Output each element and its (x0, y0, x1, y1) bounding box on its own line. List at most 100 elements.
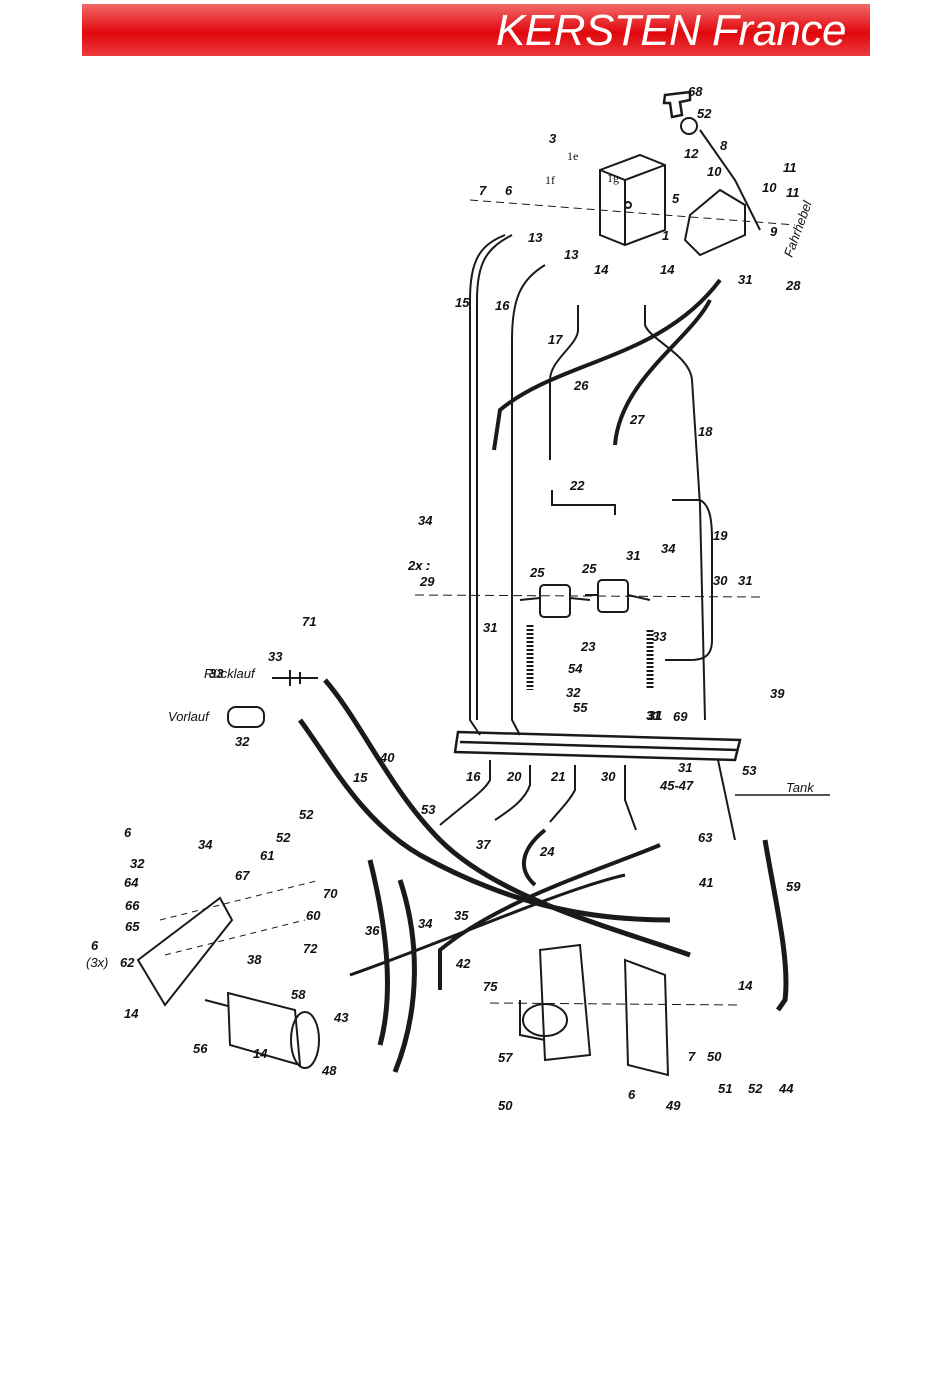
callout-11: 11 (783, 160, 797, 175)
callout-59: 59 (786, 879, 801, 894)
lever-rod-8 (699, 129, 761, 231)
callout-19: 19 (713, 528, 728, 543)
callout-8: 8 (720, 138, 728, 153)
callout-69: 69 (673, 709, 688, 724)
callout-43: 43 (333, 1010, 349, 1025)
callout-63: 63 (698, 830, 713, 845)
callout-60: 60 (306, 908, 321, 923)
callout-50: 50 (707, 1049, 722, 1064)
callout-55: 55 (573, 700, 588, 715)
pipe-19 (665, 499, 713, 661)
callout-14: 14 (594, 262, 609, 277)
callout-34: 34 (418, 513, 433, 528)
callout-1e: 1e (567, 149, 578, 163)
callout-7: 7 (688, 1049, 696, 1064)
lever-bracket (683, 188, 746, 257)
callout-33: 33 (209, 666, 224, 681)
hose-39 (323, 678, 691, 958)
hose-40 (297, 718, 671, 923)
callout-3: 3 (549, 131, 557, 146)
callout-52: 52 (299, 807, 314, 822)
callout-57: 57 (498, 1050, 513, 1065)
callout-56: 56 (193, 1041, 208, 1056)
callout-28: 28 (785, 278, 801, 293)
callout-38: 38 (247, 952, 262, 967)
callout-32: 32 (130, 856, 145, 871)
callout-6: 6 (91, 938, 99, 953)
callout-31: 31 (738, 272, 752, 287)
callout-14: 14 (738, 978, 753, 993)
callout-51: 51 (718, 1081, 732, 1096)
bracket-plate-lines (159, 879, 321, 956)
callout-20: 20 (506, 769, 522, 784)
callout-32: 32 (235, 734, 250, 749)
callout-64: 64 (124, 875, 139, 890)
callout-26: 26 (573, 378, 589, 393)
hose-35 (367, 859, 390, 1046)
callout-31: 31 (648, 708, 662, 723)
pipe-15-lower (439, 760, 491, 826)
hose-27 (613, 299, 712, 446)
callout-18: 18 (698, 424, 713, 439)
callout-29: 29 (419, 574, 435, 589)
motor-56 (204, 991, 320, 1069)
pipe-16-lower (494, 765, 531, 821)
callout-31: 31 (646, 708, 660, 723)
callout-14: 14 (124, 1006, 139, 1021)
callout-48: 48 (321, 1063, 337, 1078)
pipe-22 (551, 490, 616, 515)
callout-31: 31 (626, 548, 640, 563)
callout-7: 7 (479, 183, 487, 198)
callout-21: 21 (550, 769, 565, 784)
pipe-21-lower (624, 765, 637, 831)
callout-5: 5 (672, 191, 680, 206)
callout-53: 53 (742, 763, 757, 778)
callout-30: 30 (601, 769, 616, 784)
callout-52: 52 (748, 1081, 763, 1096)
nut-52-top (680, 117, 698, 135)
callout-33: 33 (268, 649, 283, 664)
plate-44 (623, 958, 670, 1077)
callout-62: 62 (120, 955, 135, 970)
callout-50: 50 (498, 1098, 513, 1113)
callout-6: 6 (505, 183, 513, 198)
hose-72 (438, 843, 661, 990)
callout-17: 17 (548, 332, 563, 347)
callout-13: 13 (528, 230, 543, 245)
manifold-bar-69 (453, 730, 742, 762)
label-fahrhebel: Fahrhebel (781, 198, 815, 259)
callout-15: 15 (353, 770, 368, 785)
callout-33: 33 (652, 629, 667, 644)
control-valve-block (599, 153, 666, 247)
callout-9: 9 (770, 224, 778, 239)
callout-53: 53 (421, 802, 436, 817)
callout-1f: 1f (545, 173, 555, 187)
callout-1g: 1g (607, 171, 619, 185)
callout-16: 16 (495, 298, 510, 313)
callout-30: 30 (713, 573, 728, 588)
pipe-15 (469, 234, 506, 736)
callout-31: 31 (738, 573, 752, 588)
callout-42: 42 (455, 956, 471, 971)
pipe-41-up (717, 759, 736, 841)
fitting-54 (272, 670, 318, 686)
callout-34: 34 (661, 541, 676, 556)
callout-36: 36 (365, 923, 380, 938)
callout-65: 65 (125, 919, 140, 934)
callout-49: 49 (665, 1098, 681, 1113)
hose-37 (521, 828, 547, 887)
callout-2x-: 2x : (407, 558, 430, 573)
callout-54: 54 (568, 661, 583, 676)
axis-line-29 (414, 594, 761, 598)
callout-70: 70 (323, 886, 338, 901)
callout-34: 34 (198, 837, 213, 852)
brand-title: KERSTEN France (496, 6, 846, 55)
callout-44: 44 (778, 1081, 794, 1096)
pump-axis (489, 1002, 741, 1006)
hose-36 (392, 879, 417, 1073)
label-tank: Tank (786, 780, 815, 795)
hose-26 (492, 278, 722, 451)
lever-axis-line (469, 199, 796, 226)
